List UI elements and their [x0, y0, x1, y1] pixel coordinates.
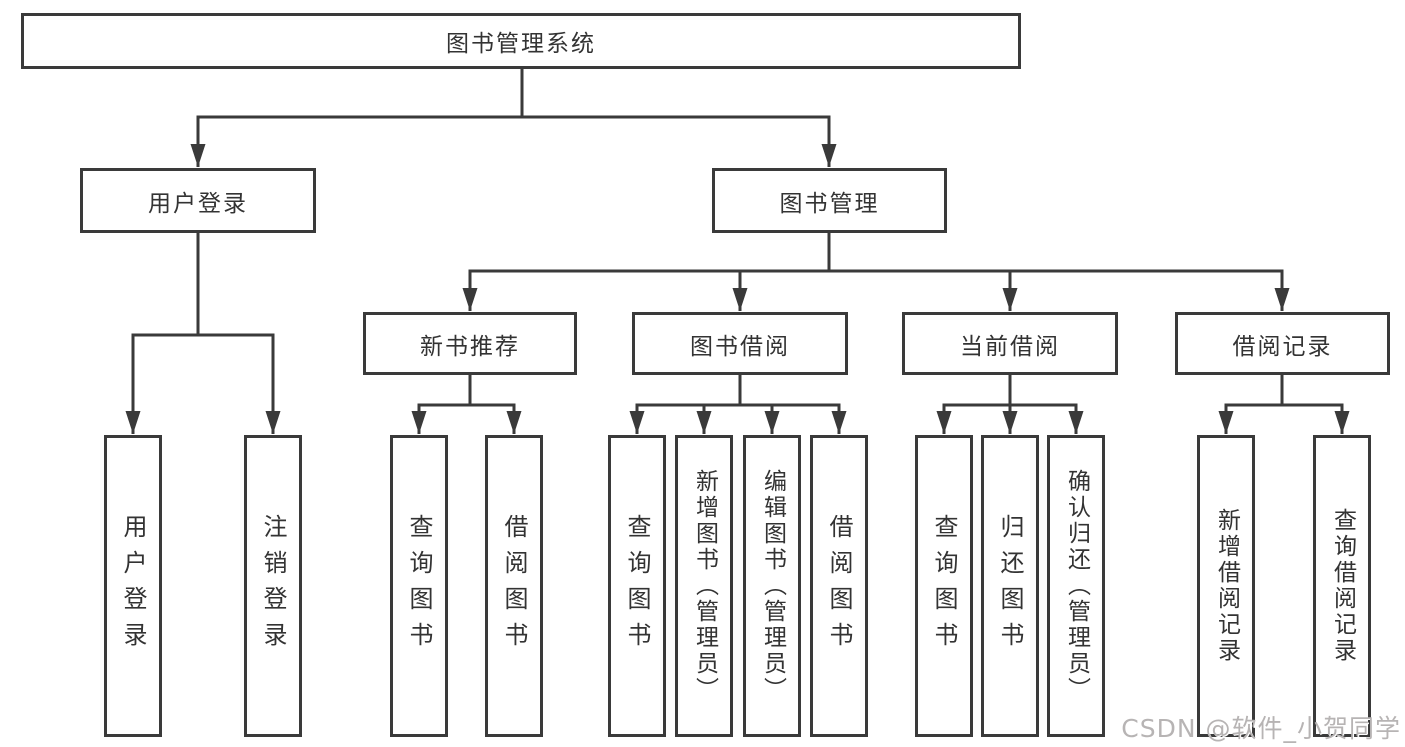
csdn-watermark: CSDN @软件_小贺同学: [1121, 714, 1401, 743]
node-borrow-record: 借阅记录: [1175, 312, 1390, 375]
node-new-book-recommend: 新书推荐: [363, 312, 577, 375]
node-current-borrow: 当前借阅: [902, 312, 1118, 375]
leaf-add-borrow-record: 新增借阅记录: [1197, 435, 1255, 737]
leaf-user-login: 用户登录: [104, 435, 162, 737]
node-book-management: 图书管理: [712, 168, 947, 233]
leaf-confirm-return-admin: 确认归还（管理员）: [1047, 435, 1105, 737]
leaf-logout-login: 注销登录: [244, 435, 302, 737]
leaf-borrow-book: 借阅图书: [810, 435, 868, 737]
leaf-edit-book-admin: 编辑图书（管理员）: [743, 435, 801, 737]
leaf-return-book: 归还图书: [981, 435, 1039, 737]
node-user-login: 用户登录: [80, 168, 316, 233]
leaf-query-borrow-record: 查询借阅记录: [1313, 435, 1371, 737]
leaf-query-book-borrow: 查询图书: [608, 435, 666, 737]
leaf-query-book-current: 查询图书: [915, 435, 973, 737]
leaf-add-book-admin: 新增图书（管理员）: [675, 435, 733, 737]
leaf-borrow-book-recommend: 借阅图书: [485, 435, 543, 737]
node-book-borrow: 图书借阅: [632, 312, 848, 375]
leaf-query-book-recommend: 查询图书: [390, 435, 448, 737]
node-library-management-system: 图书管理系统: [21, 13, 1021, 69]
